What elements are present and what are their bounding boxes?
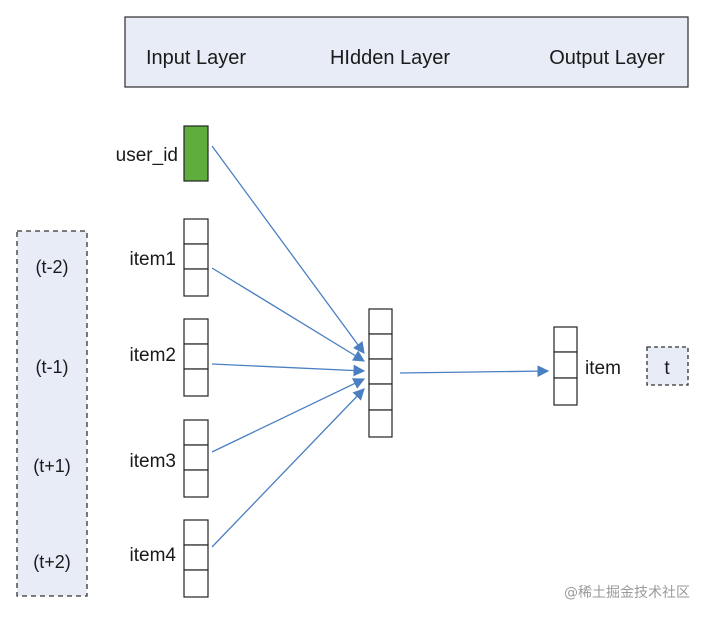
output-vector (553, 326, 578, 406)
input-layer-title: Input Layer (146, 47, 246, 69)
item1-label: item1 (130, 249, 176, 270)
vector-cell (183, 218, 209, 245)
layer-header (124, 16, 689, 88)
target-t-label: t (664, 358, 670, 379)
user-id-label: user_id (116, 145, 178, 166)
vector-cell (368, 383, 393, 411)
context-label-t-plus-1: (t+1) (33, 456, 71, 476)
vector-cell (368, 308, 393, 335)
vector-cell (183, 318, 209, 345)
arrow-item3-to-hidden (211, 378, 366, 453)
hidden-vector (368, 308, 393, 438)
vector-cell (183, 243, 209, 270)
arrow-hidden-to-output (399, 365, 550, 377)
vector-cell (553, 377, 578, 406)
vector-cell (368, 358, 393, 385)
watermark: @稀土掘金技术社区 (564, 585, 690, 601)
vector-cell (183, 419, 209, 446)
vector-cell (183, 444, 209, 471)
item2-label: item2 (130, 345, 176, 366)
vector-cell (183, 569, 209, 598)
item3-label: item3 (130, 451, 176, 472)
item4-label: item4 (130, 545, 177, 566)
item2-vector (183, 318, 209, 397)
item3-vector (183, 419, 209, 498)
vector-cell (183, 519, 209, 546)
vector-cell (553, 326, 578, 353)
output-item-label: item (585, 358, 621, 379)
item4-vector (183, 519, 209, 598)
context-label-t-plus-2: (t+2) (33, 552, 71, 572)
target-t-box (646, 346, 689, 386)
vector-cell (183, 469, 209, 498)
user-id-vector (183, 125, 209, 182)
hidden-layer-title: HIdden Layer (330, 47, 450, 69)
vector-cell (553, 351, 578, 379)
vector-cell (183, 544, 209, 571)
output-layer-title: Output Layer (549, 47, 665, 69)
vector-cell (368, 409, 393, 438)
item1-vector (183, 218, 209, 297)
arrow-item4-to-hidden (211, 388, 365, 548)
vector-cell (183, 368, 209, 397)
arrow-user-id-to-hidden (211, 145, 365, 354)
context-label-t-minus-2: (t-2) (36, 257, 69, 277)
vector-cell (183, 268, 209, 297)
vector-cell (368, 333, 393, 360)
arrow-item2-to-hidden (211, 363, 366, 377)
context-window (16, 230, 88, 597)
vector-cell (183, 343, 209, 370)
arrow-item1-to-hidden (211, 267, 365, 362)
context-label-t-minus-1: (t-1) (36, 357, 69, 377)
